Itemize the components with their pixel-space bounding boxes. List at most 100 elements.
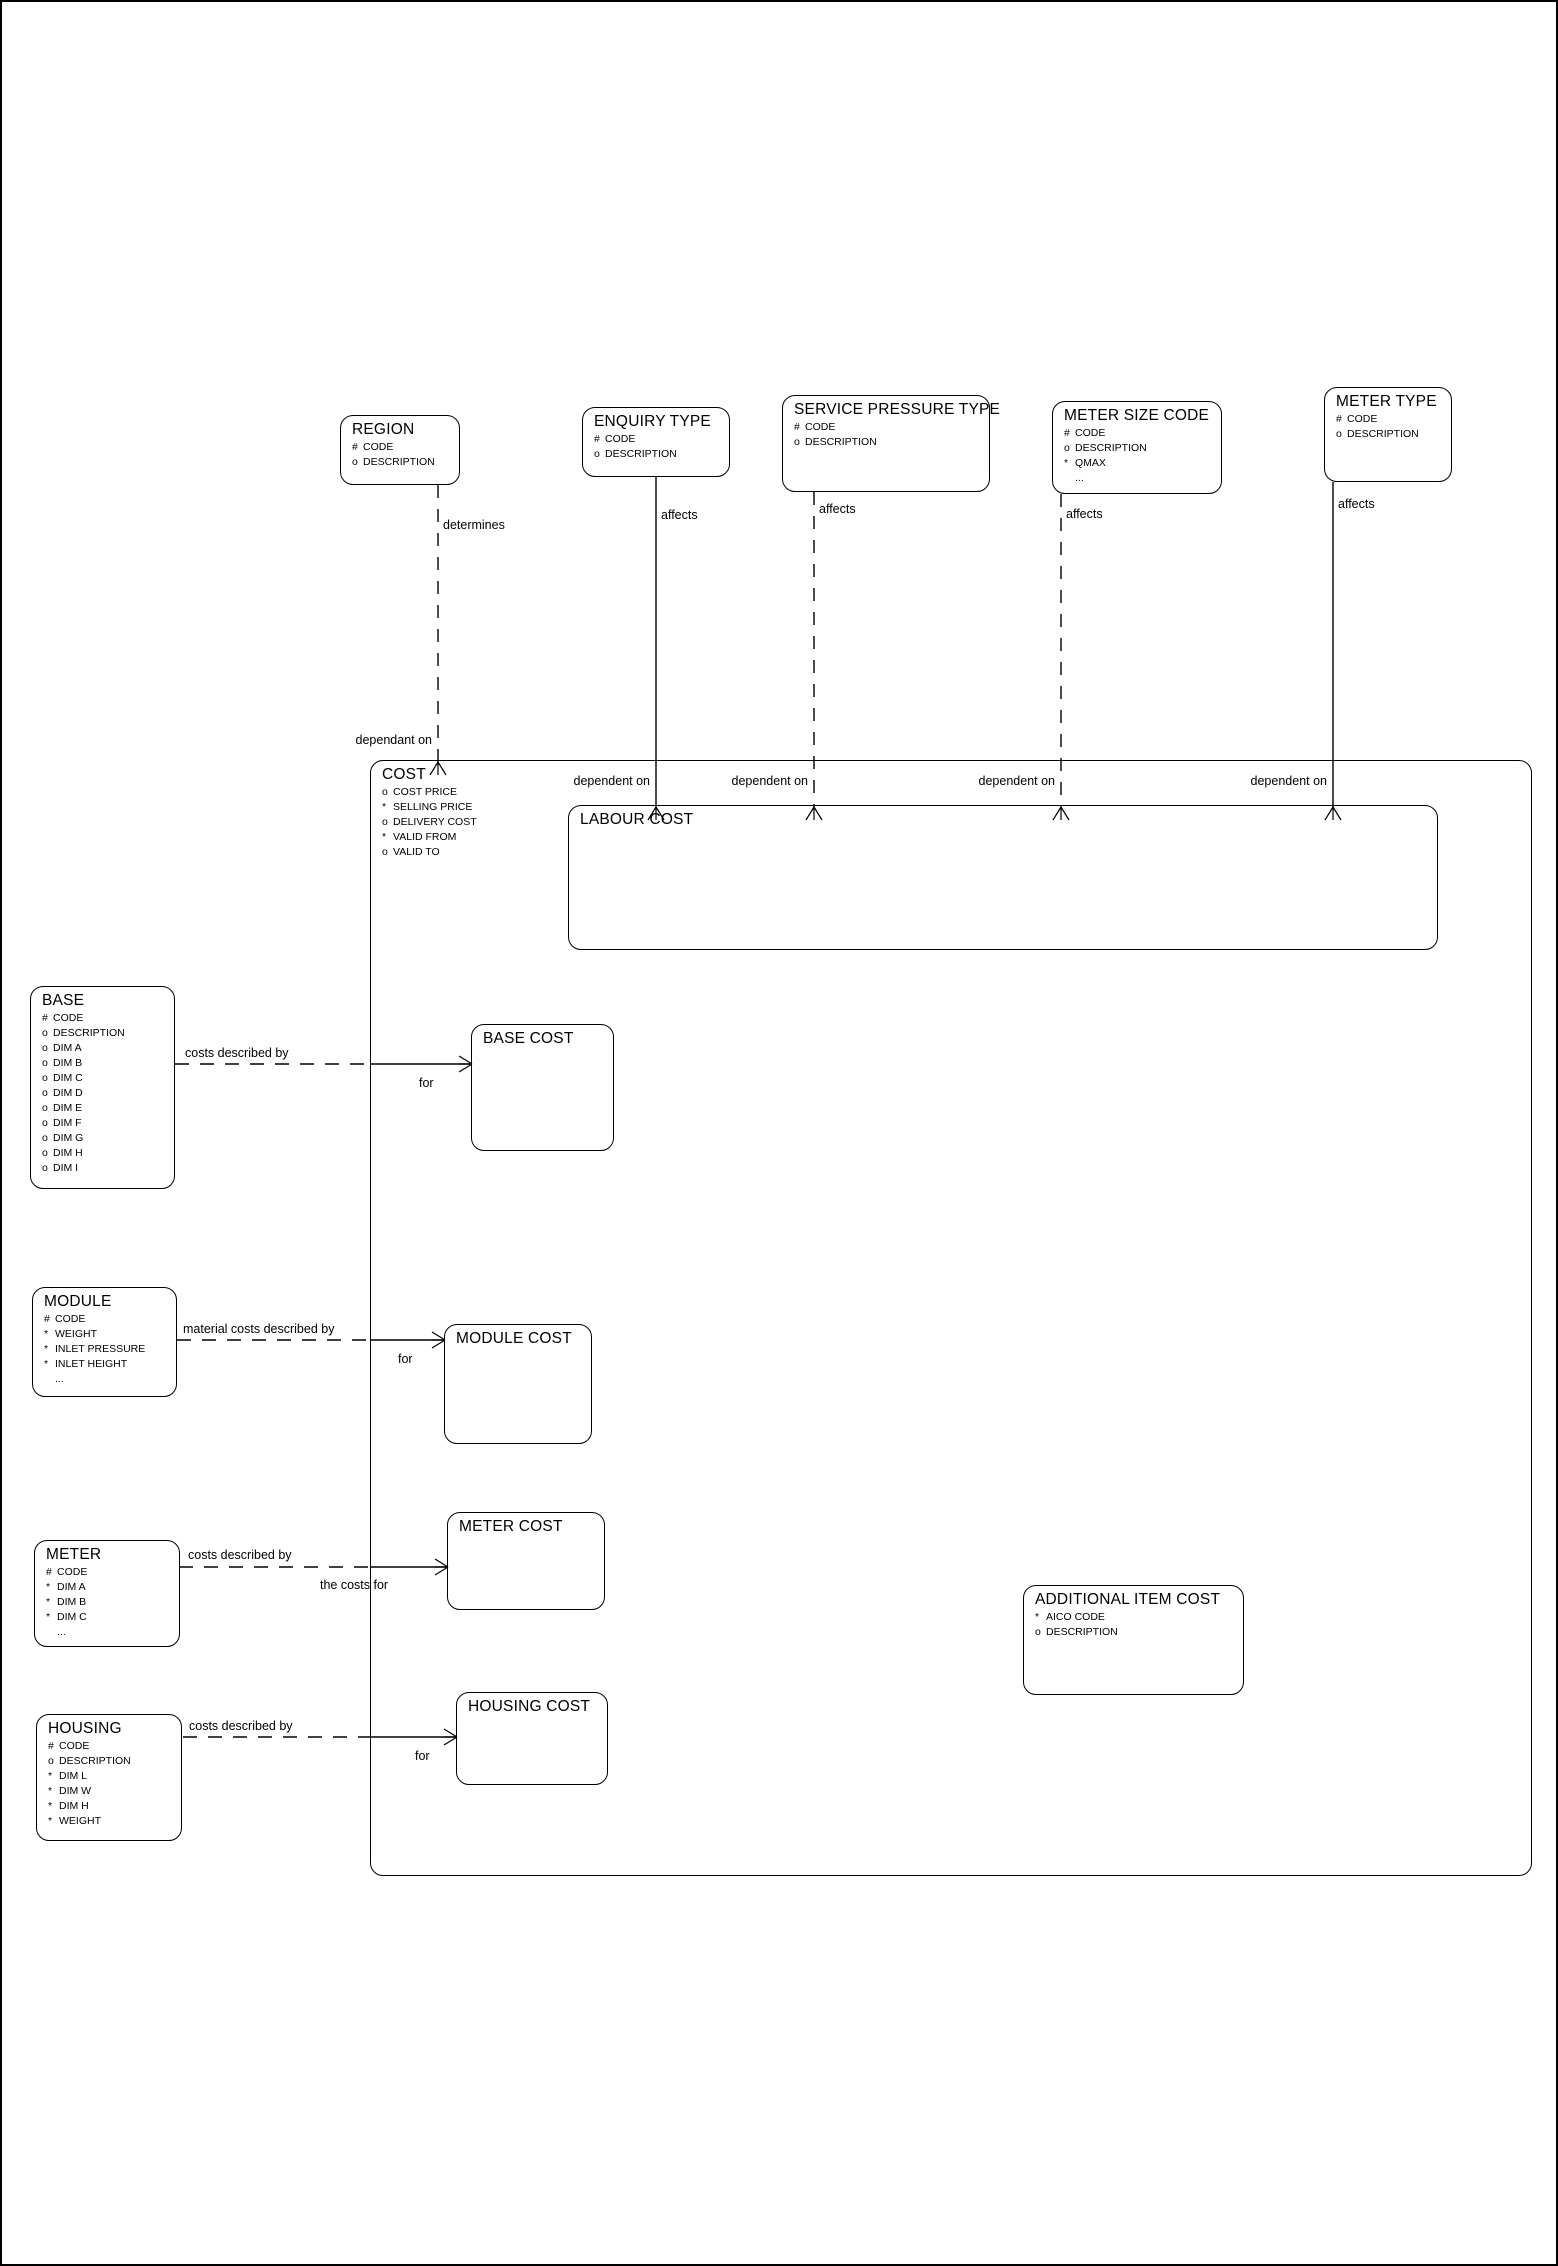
attribute-label: INLET PRESSURE	[55, 1343, 146, 1355]
attribute-marker: o	[42, 1102, 48, 1114]
entity-meter-size-code-title: METER SIZE CODE	[1064, 407, 1210, 424]
attribute-label: DESCRIPTION	[1046, 1626, 1118, 1638]
attribute-label: DIM G	[53, 1132, 84, 1144]
attribute-marker: *	[48, 1800, 53, 1812]
attribute-marker: o	[42, 1027, 48, 1039]
attribute-marker: o	[42, 1117, 48, 1129]
entity-labour-cost[interactable]: LABOUR COST	[568, 805, 1438, 950]
attribute-label: CODE	[53, 1012, 84, 1024]
attribute-row: *DIM C	[46, 1610, 87, 1625]
rel-label-module-for: for	[398, 1352, 413, 1366]
entity-service-pressure-type[interactable]: SERVICE PRESSURE TYPE # CODE o DESCRIPTION	[782, 395, 1000, 492]
attribute-marker: *	[1035, 1611, 1040, 1623]
attribute-row: ...	[1064, 471, 1147, 486]
attribute-row: * QMAX	[1064, 456, 1147, 471]
attribute-marker: o	[1336, 428, 1342, 440]
entity-service-pressure-type-attributes: # CODE o DESCRIPTION	[794, 420, 877, 450]
entity-module-cost-title: MODULE COST	[456, 1330, 572, 1347]
attribute-label: DESCRIPTION	[363, 456, 435, 468]
entity-module-title: MODULE	[44, 1293, 112, 1310]
attribute-label: CODE	[805, 421, 836, 433]
entity-meter-cost[interactable]: METER COST	[447, 1512, 605, 1610]
attribute-label: VALID FROM	[393, 831, 457, 843]
attribute-marker: *	[1064, 457, 1069, 469]
entity-labour-cost-title: LABOUR COST	[580, 811, 694, 828]
attribute-marker: o	[382, 846, 388, 858]
attribute-label: CODE	[1347, 413, 1378, 425]
attribute-marker: #	[794, 421, 800, 433]
attribute-marker: o	[1035, 1626, 1041, 1638]
entity-meter-attributes: #CODE *DIM A *DIM B *DIM C ...	[46, 1565, 87, 1640]
attribute-marker: o	[594, 448, 600, 460]
attribute-marker: #	[48, 1740, 54, 1752]
attribute-label: INLET HEIGHT	[55, 1358, 128, 1370]
attribute-label: DESCRIPTION	[59, 1755, 131, 1767]
attribute-marker: *	[46, 1596, 51, 1608]
rel-label-dependent-on-1: dependent on	[573, 774, 650, 788]
attribute-label: DIM B	[53, 1057, 83, 1069]
rel-label-meter-the-costs-for: the costs for	[320, 1578, 389, 1592]
attribute-label: CODE	[59, 1740, 90, 1752]
attribute-label: QMAX	[1075, 457, 1106, 469]
entity-service-pressure-type-title: SERVICE PRESSURE TYPE	[794, 401, 1001, 418]
entity-region-title: REGION	[352, 421, 415, 438]
attribute-label: SELLING PRICE	[393, 801, 473, 813]
attribute-marker: o	[382, 816, 388, 828]
entity-housing-title: HOUSING	[48, 1720, 122, 1737]
rel-label-affects-meter-size: affects	[1066, 507, 1103, 521]
attribute-label: DESCRIPTION	[805, 436, 877, 448]
attribute-label: COST PRICE	[393, 786, 457, 798]
attribute-marker: o	[42, 1072, 48, 1084]
attribute-marker: o	[42, 1147, 48, 1159]
attribute-label: ...	[57, 1626, 66, 1638]
attribute-label: DIM L	[59, 1770, 88, 1782]
entity-base-title: BASE	[42, 992, 85, 1009]
attribute-row: *DIM A	[46, 1580, 87, 1595]
entity-module[interactable]: MODULE #CODE *WEIGHT *INLET PRESSURE *IN…	[32, 1287, 177, 1397]
rel-label-affects-enquiry: affects	[661, 508, 698, 522]
attribute-marker: o	[794, 436, 800, 448]
attribute-row: #CODE	[1336, 412, 1419, 427]
attribute-row: ...	[44, 1372, 145, 1387]
attribute-label: DIM C	[57, 1611, 87, 1623]
rel-label-determines: determines	[443, 518, 505, 532]
attribute-row: #CODE	[594, 432, 677, 447]
attribute-row: # CODE	[794, 420, 877, 435]
attribute-label: DIM H	[59, 1800, 89, 1812]
attribute-marker: *	[44, 1328, 49, 1340]
attribute-row: *VALID FROM	[382, 830, 477, 845]
attribute-marker: *	[48, 1785, 53, 1797]
entity-base-cost[interactable]: BASE COST	[471, 1024, 614, 1151]
entity-module-cost[interactable]: MODULE COST	[444, 1324, 592, 1444]
attribute-label: DIM B	[57, 1596, 87, 1608]
attribute-row: *WEIGHT	[48, 1814, 131, 1829]
entity-meter[interactable]: METER #CODE *DIM A *DIM B *DIM C ...	[34, 1540, 180, 1647]
entity-housing-cost[interactable]: HOUSING COST	[456, 1692, 608, 1785]
attribute-marker: o	[42, 1042, 48, 1054]
attribute-label: DIM W	[59, 1785, 92, 1797]
attribute-label: DIM F	[53, 1117, 82, 1129]
entity-meter-type-title: METER TYPE	[1336, 393, 1437, 410]
attribute-label: DIM H	[53, 1147, 83, 1159]
attribute-row: o DIM F	[42, 1116, 125, 1131]
